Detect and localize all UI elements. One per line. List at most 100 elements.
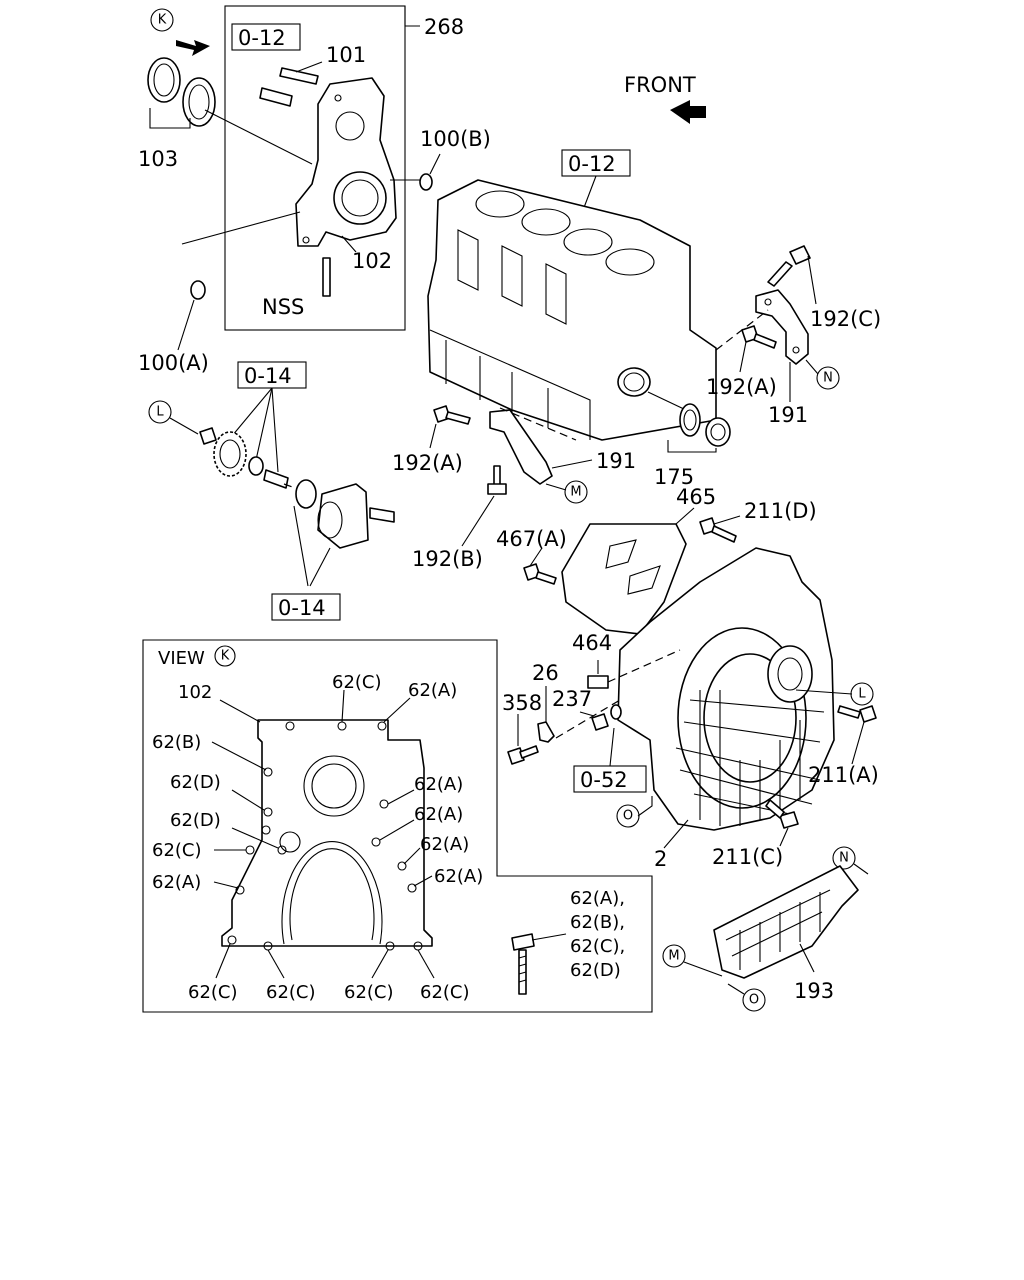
bolt-101 [259, 67, 319, 107]
label-268: 268 [424, 15, 464, 39]
label-211d: 211(D) [744, 499, 817, 523]
label-nss: NSS [262, 295, 304, 319]
label-100b: 100(B) [420, 127, 491, 151]
label-192b: 192(B) [412, 547, 483, 571]
view-label-62c-left: 62(C) [152, 840, 202, 861]
view-label-62d-2: 62(D) [170, 810, 221, 831]
label-237: 237 [552, 687, 592, 711]
bracket-191-right [755, 289, 809, 365]
bolt-label-62b: 62(B), [570, 912, 625, 933]
label-101: 101 [326, 43, 366, 67]
view-label-62a-r3: 62(A) [420, 834, 469, 855]
callout-n-bracket: N [816, 366, 840, 390]
view-label-62d-1: 62(D) [170, 772, 221, 793]
bolt-237 [591, 704, 622, 731]
ref-box-0-14-bottom: 0-14 [271, 593, 341, 621]
bolt-192c [767, 245, 811, 287]
spring-26 [537, 721, 555, 743]
bolt-label-62a: 62(A), [570, 888, 625, 909]
label-464: 464 [572, 631, 612, 655]
label-26: 26 [532, 661, 559, 685]
gear-bolt [263, 469, 289, 489]
oil-seal-103 [147, 57, 216, 127]
ref-box-0-14-top: 0-14 [237, 361, 307, 389]
callout-l-gear: L [148, 400, 172, 424]
svg-text:O: O [623, 809, 633, 824]
plate-193 [713, 865, 859, 979]
label-102-top: 102 [352, 249, 392, 273]
view-label-62b: 62(B) [152, 732, 201, 753]
callout-k-view: K [214, 645, 236, 667]
view-label-62c-top: 62(C) [332, 672, 382, 693]
gear-shaft [317, 483, 369, 549]
svg-text:0-12: 0-12 [568, 152, 616, 176]
svg-text:0-14: 0-14 [244, 364, 292, 388]
callout-o-housing: O [616, 804, 640, 828]
o-ring-gear [295, 479, 317, 509]
view-label-62a-top: 62(A) [408, 680, 457, 701]
svg-text:0-12: 0-12 [238, 26, 286, 50]
callout-l-housing: L [850, 682, 874, 706]
flywheel-housing [617, 547, 835, 831]
o-ring-100b [419, 173, 433, 191]
view-plate-outline [221, 719, 433, 951]
svg-text:M: M [668, 949, 679, 964]
washer [248, 456, 264, 476]
svg-text:0-14: 0-14 [278, 596, 326, 620]
view-label-62c-b1: 62(C) [188, 982, 238, 1003]
pin-464 [587, 675, 609, 689]
view-label-62c-b2: 62(C) [266, 982, 316, 1003]
label-front: FRONT [624, 73, 696, 97]
callout-m-bracket: M [564, 480, 588, 504]
view-label-62a-r2: 62(A) [414, 804, 463, 825]
o-ring-100a [190, 280, 206, 300]
label-211c: 211(C) [712, 845, 783, 869]
svg-text:M: M [570, 485, 581, 500]
bolt-label-62c: 62(C), [570, 936, 625, 957]
bolt-211d [699, 517, 737, 543]
label-191-right: 191 [768, 403, 808, 427]
label-100a: 100(A) [138, 351, 209, 375]
callout-m-bottom: M [662, 944, 686, 968]
label-358: 358 [502, 691, 542, 715]
svg-text:0-52: 0-52 [580, 768, 628, 792]
view-label-62c-b4: 62(C) [420, 982, 470, 1003]
callout-o-bottom: O [742, 988, 766, 1012]
svg-text:L: L [858, 687, 866, 702]
ref-box-0-52: 0-52 [573, 765, 647, 793]
ref-box-0-12-block: 0-12 [561, 149, 631, 177]
callout-n-bottom: N [832, 846, 856, 870]
bolt-label-62d: 62(D) [570, 960, 621, 981]
label-192a-right: 192(A) [706, 375, 777, 399]
label-192c: 192(C) [810, 307, 881, 331]
shaft-bolt [369, 507, 395, 523]
oil-seal-175 [679, 403, 731, 447]
label-103: 103 [138, 147, 178, 171]
label-211a: 211(A) [808, 763, 879, 787]
svg-text:K: K [221, 649, 230, 664]
bolt-62 [511, 933, 535, 995]
view-label-62a-r4: 62(A) [434, 866, 483, 887]
stud-nss [322, 257, 331, 297]
bolt-467a [523, 563, 557, 585]
bolt-192a-right [741, 325, 777, 349]
label-192a-left: 192(A) [392, 451, 463, 475]
bolt-358 [507, 745, 539, 765]
view-label-62a-r1: 62(A) [414, 774, 463, 795]
view-title: VIEW [158, 648, 205, 669]
idler-gear [213, 431, 247, 477]
cylinder-block [427, 179, 717, 441]
label-467a: 467(A) [496, 527, 567, 551]
label-191-left: 191 [596, 449, 636, 473]
front-arrow [670, 100, 706, 124]
rear-plate-102 [295, 77, 397, 247]
svg-text:L: L [156, 405, 164, 420]
svg-text:O: O [749, 993, 759, 1008]
label-193: 193 [794, 979, 834, 1003]
view-label-102: 102 [178, 682, 212, 703]
direction-arrow [176, 40, 210, 56]
bolt-211a [837, 705, 877, 723]
ref-box-0-12-top: 0-12 [231, 23, 301, 51]
callout-k-top: K [150, 8, 174, 32]
svg-text:N: N [839, 851, 849, 866]
